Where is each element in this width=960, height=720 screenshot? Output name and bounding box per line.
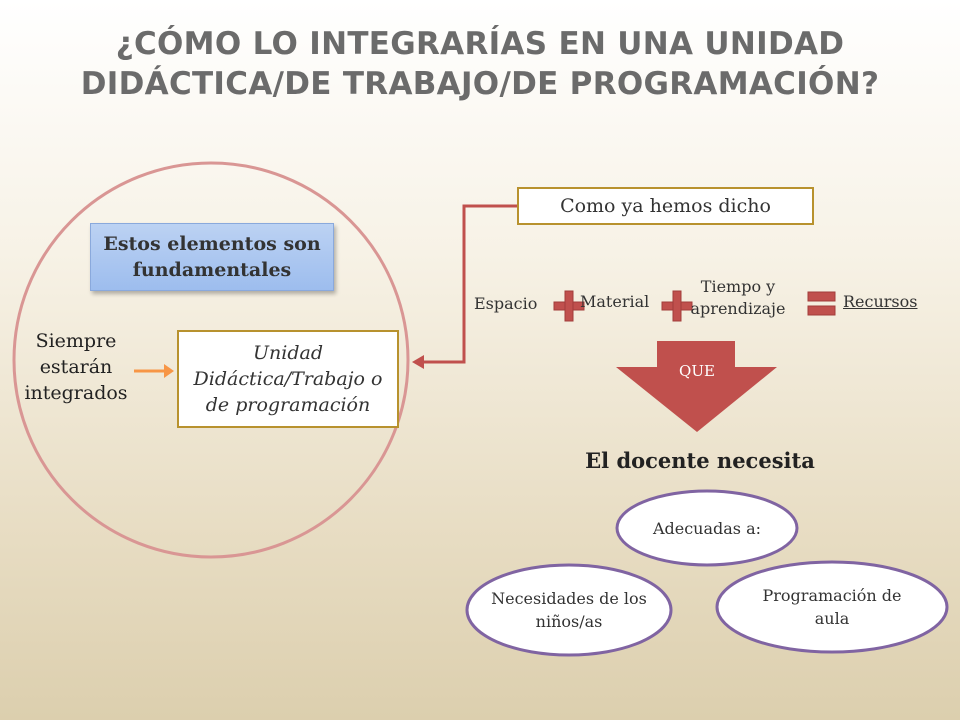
- que-down-arrow: [616, 341, 777, 432]
- label-tiempo-aprendizaje: Tiempo y aprendizaje: [690, 277, 786, 318]
- page-title: ¿CÓMO LO INTEGRARÍAS EN UNA UNIDAD DIDÁC…: [0, 24, 960, 104]
- label-espacio: Espacio: [474, 294, 538, 313]
- oval-programacion-text: Programación de aula: [762, 586, 902, 628]
- que-label: QUE: [679, 362, 715, 380]
- plus-icon-1: [553, 290, 585, 322]
- orange-arrowhead: [164, 364, 174, 378]
- docente-necesita-heading: El docente necesita: [585, 448, 815, 473]
- title-line-2: DIDÁCTICA/DE TRABAJO/DE PROGRAMACIÓN?: [80, 66, 880, 102]
- equals-icon: [807, 291, 836, 316]
- plus-icon-2: [661, 290, 693, 322]
- oval-adecuadas: [615, 489, 799, 567]
- siempre-integrados-text: Siempre estarán integrados: [24, 330, 128, 404]
- label-recursos: Recursos: [843, 292, 918, 311]
- title-line-1: ¿CÓMO LO INTEGRARÍAS EN UNA UNIDAD: [115, 26, 845, 62]
- oval-programacion: [715, 560, 949, 654]
- oval-necesidades: [465, 563, 673, 657]
- oval-necesidades-text: Necesidades de los niños/as: [491, 589, 647, 631]
- unidad-didactica-box: Unidad Didáctica/Trabajo o de programaci…: [177, 330, 399, 428]
- label-material: Material: [580, 292, 650, 311]
- connector-arrowhead: [412, 355, 424, 369]
- fundamentales-box: Estos elementos son fundamentales: [90, 223, 334, 291]
- como-ya-hemos-dicho-box: Como ya hemos dicho: [517, 187, 814, 225]
- oval-adecuadas-text: Adecuadas a:: [652, 518, 762, 538]
- grouping-circle: [12, 161, 410, 559]
- elbow-connector: [420, 204, 517, 364]
